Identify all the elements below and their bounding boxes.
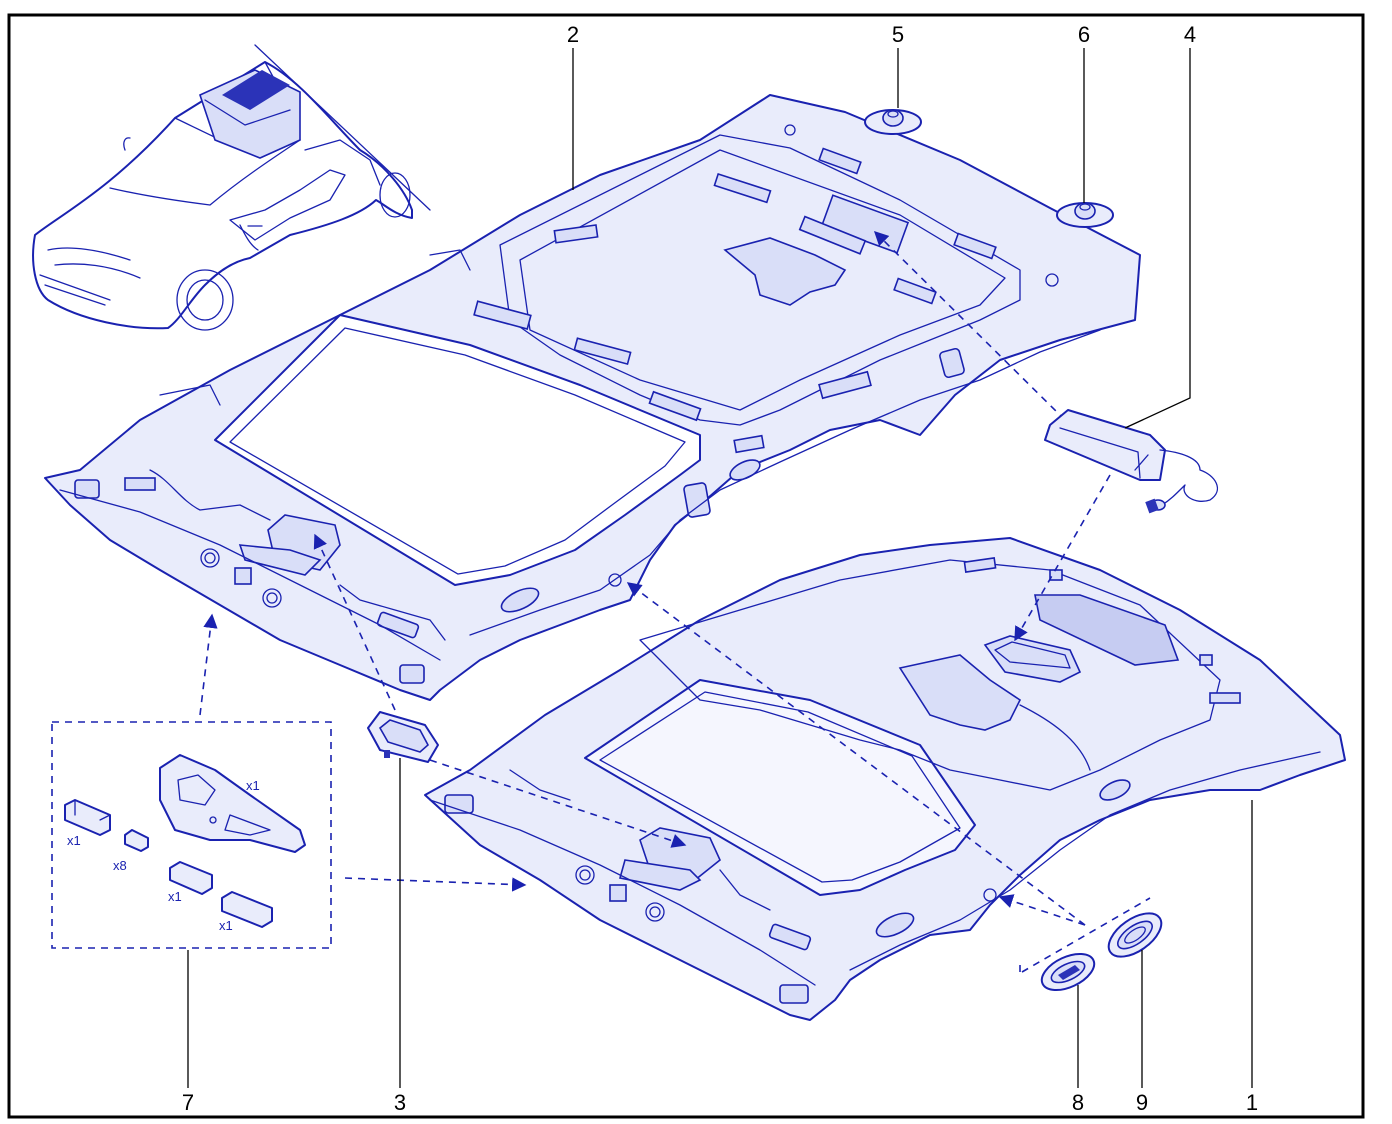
kit-qty-pad-b: x8 [113,858,127,873]
map-light-part [367,711,439,763]
diagram-frame [7,13,1365,1119]
kit-pad-a [64,799,111,836]
bezel-9 [1107,912,1163,958]
kit-box [51,721,332,949]
callout-3: 3 [394,1090,406,1115]
callout-4: 4 [1184,22,1196,47]
callout-9: 9 [1136,1090,1148,1115]
kit-bracket [159,754,306,853]
headliner-without-sunroof [424,537,1346,1021]
kit-qty-bracket: x1 [246,778,260,793]
callout-8: 8 [1072,1090,1084,1115]
kit-qty-pad-d: x1 [219,918,233,933]
callout-5: 5 [892,22,904,47]
kit-qty-pad-a: x1 [67,833,81,848]
assembly-arrows [199,230,1111,926]
kit-pad-d [221,891,273,928]
kit-qty-pad-c: x1 [168,889,182,904]
callout-6: 6 [1078,22,1090,47]
kit-pad-c [169,861,213,895]
leader-lines [187,48,1253,1088]
callout-7: 7 [182,1090,194,1115]
vehicle-location-sketch [32,44,431,331]
bezel-group-line-a [1021,897,1151,973]
callout-1: 1 [1246,1090,1258,1115]
plug-5 [864,109,922,135]
bezel-8 [1040,952,1096,992]
plug-6 [1056,202,1114,228]
courtesy-light-part [1044,409,1219,514]
kit-pad-b [124,829,149,852]
callout-2: 2 [567,22,579,47]
